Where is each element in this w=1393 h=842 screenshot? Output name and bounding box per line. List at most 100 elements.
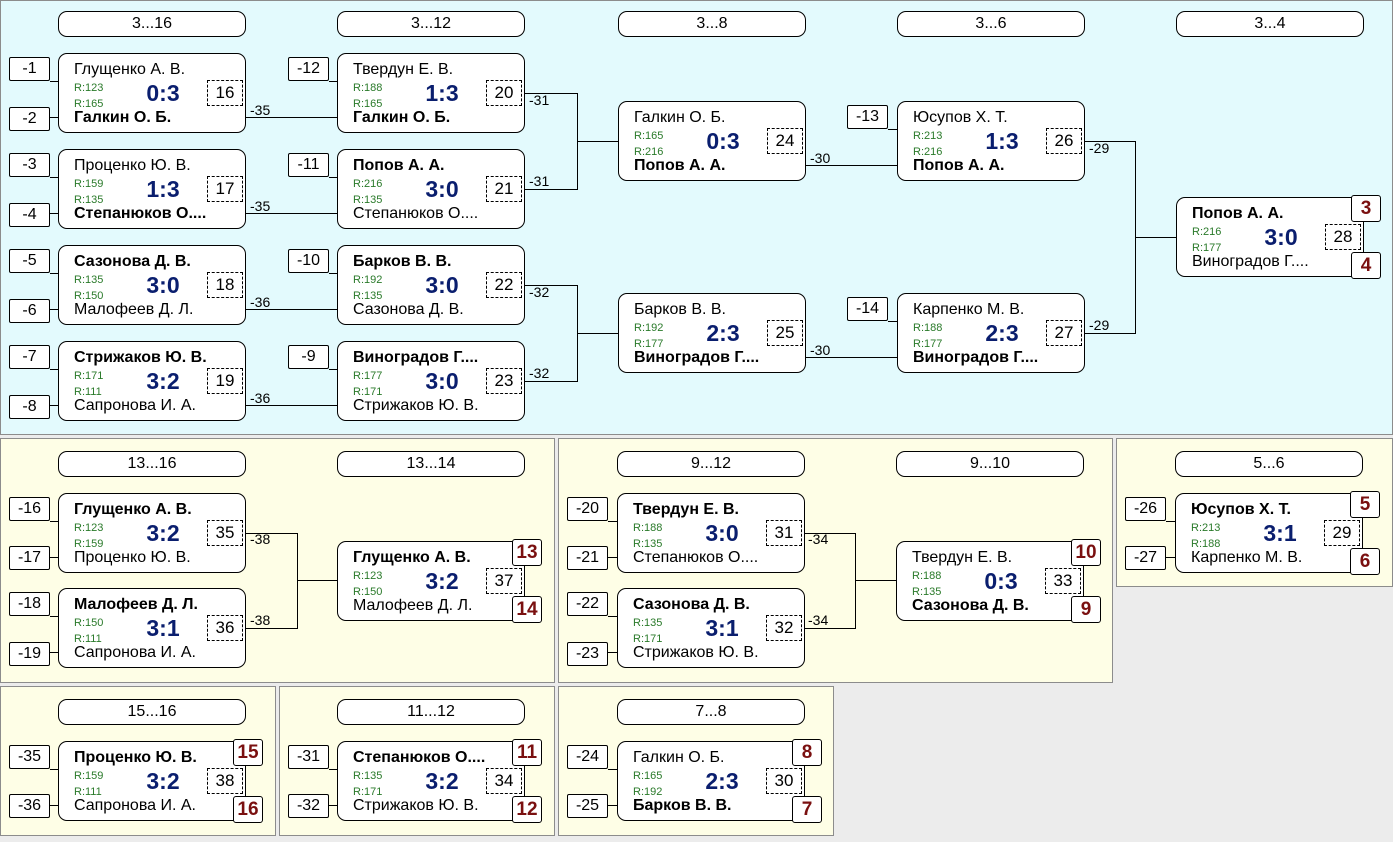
player-1-name: Галкин О. Б. <box>634 109 726 126</box>
match-score: 0:3 <box>706 128 740 154</box>
player-1-rating: R:216 <box>353 178 383 190</box>
match-28[interactable]: Попов А. А. R:216 3:0 28 R:177 Виноградо… <box>1176 195 1381 279</box>
connector-label: -38 <box>250 612 271 628</box>
player-2-rating: R:171 <box>353 386 383 398</box>
seed-box: -12 <box>288 57 329 81</box>
match-18[interactable]: Сазонова Д. В. R:135 3:0 18 R:150 Малофе… <box>58 245 246 325</box>
seed-box: -20 <box>567 497 608 521</box>
seed-box: -26 <box>1125 497 1166 521</box>
player-2-rating: R:177 <box>634 338 664 350</box>
match-21[interactable]: Попов А. А. R:216 3:0 21 R:135 Степанюко… <box>337 149 525 229</box>
player-1-rating: R:123 <box>74 82 104 94</box>
match-number: 26 <box>1046 128 1082 154</box>
connector-label: -32 <box>529 365 550 381</box>
seed-box: -1 <box>9 57 50 81</box>
player-1-rating: R:213 <box>913 130 943 142</box>
seed-box: -27 <box>1125 546 1166 570</box>
match-22[interactable]: Барков В. В. R:192 3:0 22 R:135 Сазонова… <box>337 245 525 325</box>
match-20[interactable]: Твердун Е. В. R:188 1:3 20 R:165 Галкин … <box>337 53 525 133</box>
player-2-name: Сапронова И. А. <box>74 644 196 661</box>
player-1-rating: R:192 <box>353 274 383 286</box>
round-header-13-14: 13...14 <box>337 451 525 477</box>
player-2-rating: R:135 <box>353 290 383 302</box>
player-2-name: Попов А. А. <box>634 157 726 174</box>
player-2-name: Малофеев Д. Л. <box>74 301 194 318</box>
connector-label: -30 <box>810 342 831 358</box>
connector-label: -38 <box>250 531 271 547</box>
match-16[interactable]: Глущенко А. В. R:123 0:3 16 R:165 Галкин… <box>58 53 246 133</box>
round-header-3-4: 3...4 <box>1176 11 1364 37</box>
match-17[interactable]: Проценко Ю. В. R:159 1:3 17 R:135 Степан… <box>58 149 246 229</box>
seed-box: -17 <box>9 546 50 570</box>
seed-box: -31 <box>288 745 329 769</box>
place-badge: 6 <box>1350 548 1380 575</box>
place-badge: 16 <box>233 796 263 823</box>
match-number: 36 <box>207 615 243 641</box>
player-1-name: Стрижаков Ю. В. <box>74 349 207 366</box>
player-1-rating: R:150 <box>74 617 104 629</box>
match-31[interactable]: Твердун Е. В. R:188 3:0 31 R:135 Степаню… <box>617 493 805 573</box>
seed-box: -6 <box>9 299 50 323</box>
match-35[interactable]: Глущенко А. В. R:123 3:2 35 R:159 Процен… <box>58 493 246 573</box>
match-score: 0:3 <box>984 568 1018 594</box>
match-30[interactable]: Галкин О. Б. R:165 2:3 30 R:192 Барков В… <box>617 739 822 823</box>
player-2-name: Сапронова И. А. <box>74 397 196 414</box>
match-number: 19 <box>207 368 243 394</box>
seed-box: -22 <box>567 592 608 616</box>
player-1-rating: R:159 <box>74 770 104 782</box>
match-score: 1:3 <box>425 80 459 106</box>
player-2-rating: R:159 <box>74 538 104 550</box>
match-33[interactable]: Твердун Е. В. R:188 0:3 33 R:135 Сазонов… <box>896 539 1101 623</box>
match-score: 3:0 <box>425 176 459 202</box>
match-score: 3:1 <box>1263 520 1297 546</box>
match-25[interactable]: Барков В. В. R:192 2:3 25 R:177 Виноград… <box>618 293 806 373</box>
player-1-name: Юсупов Х. Т. <box>1191 501 1291 518</box>
match-number: 25 <box>767 320 803 346</box>
match-27[interactable]: Карпенко М. В. R:188 2:3 27 R:177 Виногр… <box>897 293 1085 373</box>
match-score: 0:3 <box>146 80 180 106</box>
match-32[interactable]: Сазонова Д. В. R:135 3:1 32 R:171 Стрижа… <box>617 588 805 668</box>
player-1-name: Глущенко А. В. <box>353 549 471 566</box>
seed-box: -11 <box>288 153 329 177</box>
match-26[interactable]: Юсупов Х. Т. R:213 1:3 26 R:216 Попов А.… <box>897 101 1085 181</box>
match-number: 34 <box>486 768 522 794</box>
match-23[interactable]: Виноградов Г.... R:177 3:0 23 R:171 Стри… <box>337 341 525 421</box>
round-header-15-16: 15...16 <box>58 699 246 725</box>
match-29[interactable]: Юсупов Х. Т. R:213 3:1 29 R:188 Карпенко… <box>1175 491 1380 575</box>
player-1-rating: R:165 <box>634 130 664 142</box>
match-number: 28 <box>1325 224 1361 250</box>
seed-box: -32 <box>288 794 329 818</box>
player-2-rating: R:111 <box>74 386 102 398</box>
player-2-name: Сазонова Д. В. <box>353 301 464 318</box>
connector-label: -35 <box>250 198 271 214</box>
match-34[interactable]: Степанюков О.... R:135 3:2 34 R:171 Стри… <box>337 739 542 823</box>
player-1-name: Твердун Е. В. <box>633 501 739 518</box>
player-1-name: Проценко Ю. В. <box>74 157 191 174</box>
match-38[interactable]: Проценко Ю. В. R:159 3:2 38 R:111 Сапрон… <box>58 739 263 823</box>
seed-box: -19 <box>9 642 50 666</box>
place-badge: 4 <box>1351 252 1381 279</box>
place-badge: 9 <box>1071 596 1101 623</box>
place-badge: 14 <box>512 596 542 623</box>
connector-label: -34 <box>808 531 829 547</box>
match-number: 16 <box>207 80 243 106</box>
connector-label: -29 <box>1089 140 1110 156</box>
match-36[interactable]: Малофеев Д. Л. R:150 3:1 36 R:111 Сапрон… <box>58 588 246 668</box>
connector-label: -36 <box>250 294 271 310</box>
player-1-rating: R:188 <box>913 322 943 334</box>
place-badge: 10 <box>1071 539 1101 566</box>
match-37[interactable]: Глущенко А. В. R:123 3:2 37 R:150 Малофе… <box>337 539 542 623</box>
seed-box: -25 <box>567 794 608 818</box>
match-24[interactable]: Галкин О. Б. R:165 0:3 24 R:216 Попов А.… <box>618 101 806 181</box>
player-2-rating: R:188 <box>1191 538 1221 550</box>
place-badge: 13 <box>512 539 542 566</box>
player-1-name: Сазонова Д. В. <box>74 253 191 270</box>
match-number: 20 <box>486 80 522 106</box>
match-score: 3:0 <box>425 272 459 298</box>
match-19[interactable]: Стрижаков Ю. В. R:171 3:2 19 R:111 Сапро… <box>58 341 246 421</box>
match-number: 32 <box>766 615 802 641</box>
player-1-rating: R:213 <box>1191 522 1221 534</box>
player-2-rating: R:135 <box>633 538 663 550</box>
seed-box: -9 <box>288 345 329 369</box>
player-2-rating: R:216 <box>634 146 664 158</box>
